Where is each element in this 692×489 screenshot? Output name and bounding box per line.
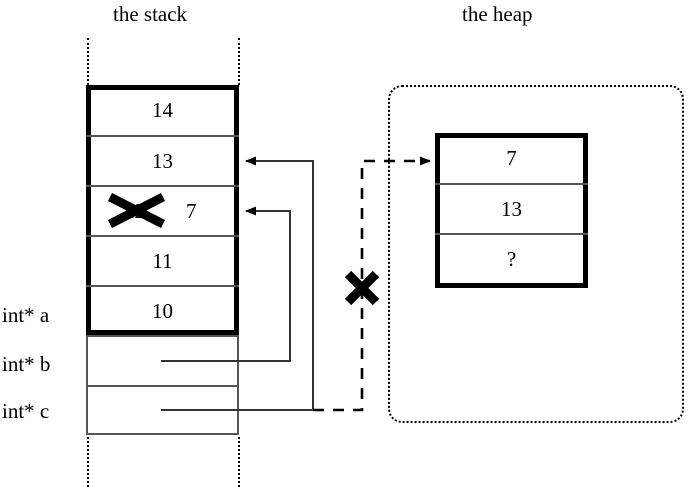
stack-guide-bottom-right bbox=[238, 437, 240, 487]
stack-cell-2-value: 13 bbox=[152, 148, 173, 173]
var-label-c: int* c bbox=[2, 399, 50, 423]
stack-pointer-slots-frame bbox=[86, 335, 239, 435]
stack-cell-3-old-value: 12 bbox=[124, 198, 145, 223]
heap-block-frame: 7 13 ? bbox=[435, 133, 588, 288]
strike-dangling-pointer-icon bbox=[344, 270, 380, 306]
stack-cell-5: 10 bbox=[86, 285, 239, 335]
heap-cell-2-value: 13 bbox=[501, 196, 522, 221]
stack-slot-c bbox=[86, 385, 239, 435]
heap-title: the heap bbox=[462, 2, 533, 26]
stack-array-frame: 14 13 12 7 11 10 bbox=[86, 85, 239, 335]
heap-cell-2: 13 bbox=[435, 183, 588, 233]
stack-slot-b bbox=[86, 335, 239, 385]
stack-cell-3-new-value: 7 bbox=[186, 198, 197, 223]
stack-cell-4: 11 bbox=[86, 235, 239, 285]
stack-guide-top-right bbox=[238, 38, 240, 85]
stack-title: the stack bbox=[113, 2, 188, 26]
stack-cell-3: 12 7 bbox=[86, 185, 239, 235]
stack-guide-bottom-left bbox=[87, 437, 89, 487]
var-label-a: int* a bbox=[2, 303, 50, 327]
heap-cell-1-value: 7 bbox=[506, 145, 517, 170]
heap-cell-3-value: ? bbox=[506, 246, 517, 271]
stack-guide-top-left bbox=[87, 38, 89, 85]
heap-cell-3: ? bbox=[435, 233, 588, 283]
var-label-b: int* b bbox=[2, 352, 51, 376]
stack-cell-5-value: 10 bbox=[152, 298, 173, 323]
stack-cell-2: 13 bbox=[86, 135, 239, 185]
stack-cell-1-value: 14 bbox=[152, 97, 173, 122]
stack-cell-1: 14 bbox=[86, 85, 239, 135]
heap-cell-1: 7 bbox=[435, 133, 588, 183]
stack-cell-4-value: 11 bbox=[152, 248, 173, 273]
